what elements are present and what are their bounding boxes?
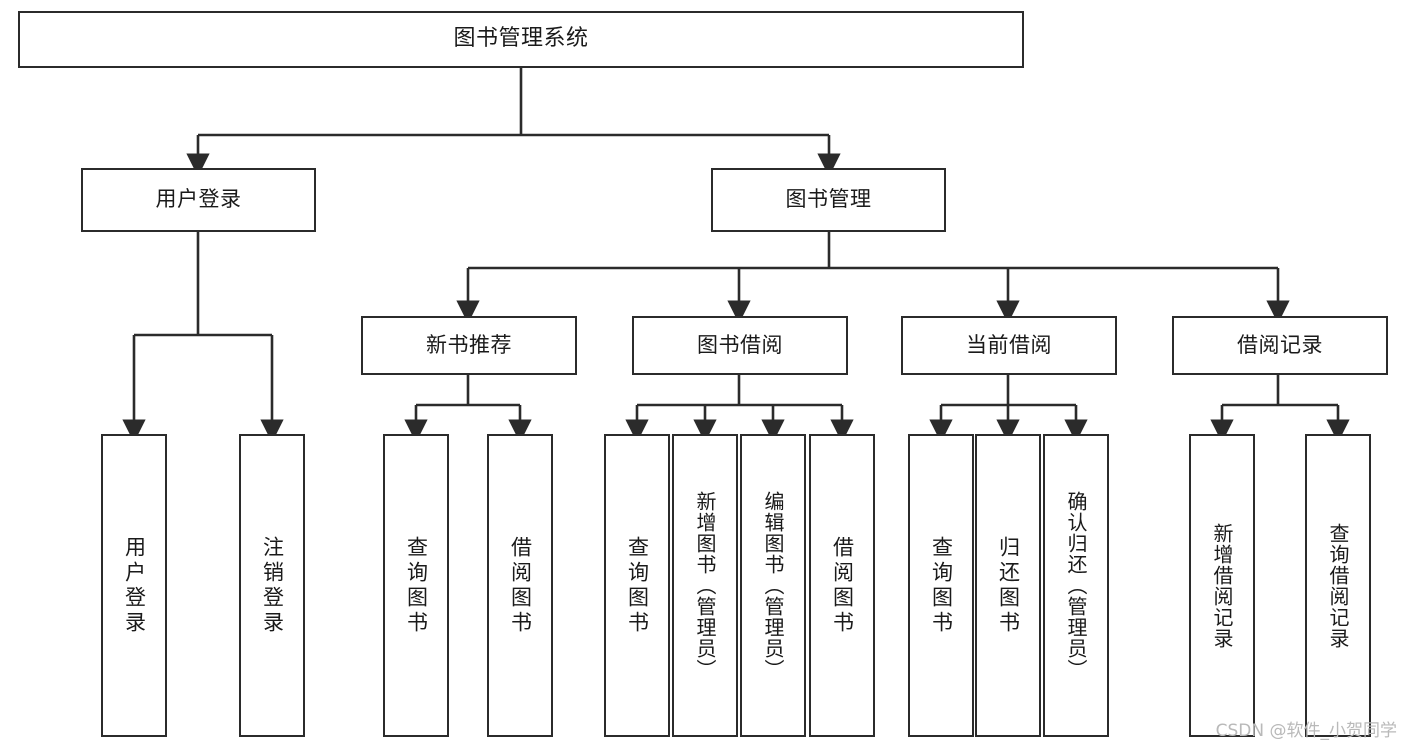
node-label: 查询图书 [404,535,429,636]
node-label: 查询图书 [625,535,650,636]
csdn-watermark: CSDN @软件_小贺同学 [1215,721,1397,741]
leaf-borrow-book[interactable]: 借阅图书 [809,434,875,737]
leaf-borrow-book-recommend[interactable]: 借阅图书 [487,434,553,737]
node-label: 借阅图书 [830,535,855,636]
node-label: 注销登录 [260,535,285,636]
leaf-return-book[interactable]: 归还图书 [975,434,1041,737]
node-label: 新书推荐 [426,332,512,357]
node-label: 图书管理系统 [453,26,589,52]
node-label: 查询图书 [929,535,954,636]
leaf-confirm-return-admin[interactable]: 确认归还（管理员） [1043,434,1109,737]
leaf-query-book-current[interactable]: 查询图书 [908,434,974,737]
node-label: 当前借阅 [966,332,1052,357]
leaf-query-borrow-record[interactable]: 查询借阅记录 [1305,434,1371,737]
leaf-query-book-borrow[interactable]: 查询图书 [604,434,670,737]
node-label: 归还图书 [996,535,1021,636]
leaf-logout-login[interactable]: 注销登录 [239,434,305,737]
node-current-borrow[interactable]: 当前借阅 [901,316,1117,375]
leaf-add-borrow-record[interactable]: 新增借阅记录 [1189,434,1255,737]
node-label: 用户登录 [155,187,242,212]
node-root-book-management-system[interactable]: 图书管理系统 [18,11,1024,68]
leaf-user-login[interactable]: 用户登录 [101,434,167,737]
node-label: 借阅图书 [508,535,533,636]
node-book-management[interactable]: 图书管理 [711,168,946,232]
node-new-book-recommend[interactable]: 新书推荐 [361,316,577,375]
node-label: 图书管理 [785,187,872,212]
node-borrow-record[interactable]: 借阅记录 [1172,316,1388,375]
node-label: 新增借阅记录 [1210,522,1234,649]
node-book-borrow[interactable]: 图书借阅 [632,316,848,375]
node-user-login[interactable]: 用户登录 [81,168,316,232]
leaf-add-book-admin[interactable]: 新增图书（管理员） [672,434,738,737]
node-label: 用户登录 [122,535,147,636]
node-label: 查询借阅记录 [1326,522,1350,649]
node-label: 确认归还（管理员） [1064,491,1088,680]
node-label: 借阅记录 [1237,332,1323,357]
node-label: 编辑图书（管理员） [761,491,785,680]
leaf-query-book-recommend[interactable]: 查询图书 [383,434,449,737]
node-label: 图书借阅 [697,332,783,357]
leaf-edit-book-admin[interactable]: 编辑图书（管理员） [740,434,806,737]
node-label: 新增图书（管理员） [693,491,717,680]
